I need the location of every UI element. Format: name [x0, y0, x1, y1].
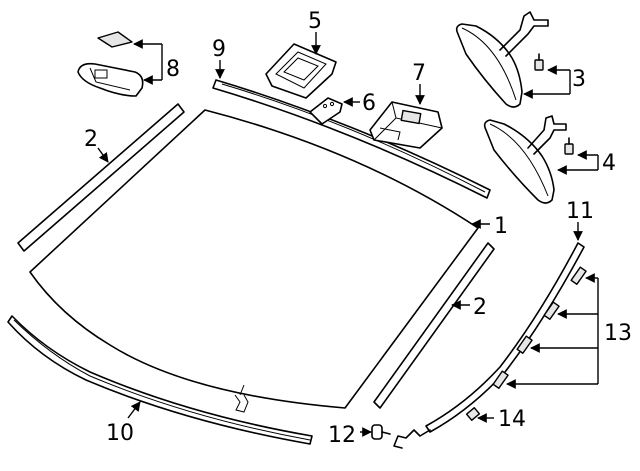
mounting-bracket[interactable]: [309, 97, 343, 125]
callout-9: 9: [212, 37, 226, 62]
callout-11: 11: [566, 199, 594, 224]
callout-5: 5: [308, 9, 322, 34]
callout-14: 14: [498, 407, 526, 432]
left-pillar-molding[interactable]: [17, 103, 185, 252]
camera-module[interactable]: [369, 101, 443, 149]
molding-clips[interactable]: [492, 266, 587, 389]
inside-mirror-upper[interactable]: [455, 11, 549, 108]
callout-2-right: 2: [473, 295, 487, 320]
side-molding[interactable]: [393, 242, 585, 449]
callout-1: 1: [494, 214, 508, 239]
callout-10: 10: [106, 421, 134, 446]
right-pillar-molding[interactable]: [373, 242, 495, 409]
callout-7: 7: [412, 61, 426, 86]
retaining-clip[interactable]: [371, 424, 391, 440]
lower-molding[interactable]: [7, 315, 313, 445]
small-clip[interactable]: [465, 407, 481, 421]
callout-labels: 1 2 2 3 4 5 6 7 8 9 10 11 12 13 14: [84, 9, 632, 448]
callout-6: 6: [362, 91, 376, 116]
callout-4: 4: [602, 151, 616, 176]
sensor-bracket[interactable]: [265, 43, 337, 99]
inside-mirror-lower[interactable]: [483, 115, 574, 204]
callout-2-left: 2: [84, 127, 98, 152]
windshield-glass[interactable]: [29, 109, 479, 413]
callout-12: 12: [328, 423, 356, 448]
callout-3: 3: [572, 67, 586, 92]
leader-lines: [97, 32, 599, 437]
callout-8: 8: [166, 57, 180, 82]
upper-molding[interactable]: [212, 79, 491, 199]
rain-sensor-assembly[interactable]: [77, 31, 144, 97]
callout-13: 13: [604, 321, 632, 346]
